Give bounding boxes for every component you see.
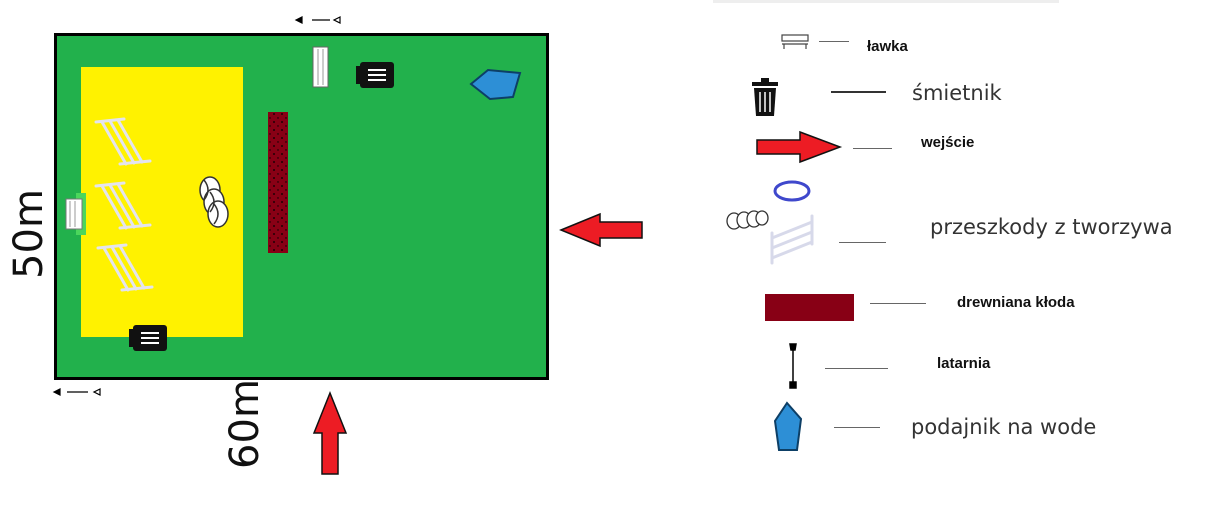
legend-label-trash-bin: śmietnik [912, 81, 1002, 105]
legend-trash-bin-icon [752, 78, 778, 116]
legend-connector [825, 368, 888, 369]
bench-icon [312, 46, 329, 88]
trash-bin-icon [356, 62, 394, 88]
legend-bench-icon [781, 34, 809, 49]
tire-obstacle-icon [199, 176, 229, 228]
wooden-log-texture [268, 112, 288, 253]
top-divider [713, 0, 1059, 3]
trash-bin-icon [129, 325, 167, 351]
legend-hurdle-icon [770, 214, 814, 265]
legend-label-entrance: wejście [921, 134, 975, 151]
legend-connector [839, 242, 886, 243]
plastic-hurdle-icon [94, 117, 152, 166]
legend-label-water-dispenser: podajnik na wode [911, 415, 1097, 439]
legend-connector [870, 303, 926, 304]
legend-label-log: drewniana kłoda [957, 294, 1075, 311]
legend-log-swatch [765, 294, 854, 321]
legend-tire-icon [726, 210, 769, 230]
legend-label-lantern: latarnia [937, 355, 991, 372]
plastic-hurdle-icon [96, 243, 154, 292]
legend-connector [853, 148, 892, 149]
legend-water-dispenser-icon [773, 401, 803, 451]
entrance-arrow-icon [312, 390, 348, 475]
lantern-icon [52, 388, 101, 396]
legend-label-obstacles: przeszkody z tworzywa [930, 215, 1173, 239]
legend-connector [831, 91, 886, 93]
legend-entrance-arrow-icon [756, 130, 843, 164]
legend-lantern-icon [789, 343, 797, 389]
lantern-icon [294, 16, 341, 24]
water-dispenser-icon [469, 68, 522, 101]
entrance-arrow-icon [559, 212, 643, 248]
plastic-hurdle-icon [94, 181, 152, 230]
legend-connector [834, 427, 880, 428]
legend-hoop-icon [773, 180, 811, 202]
bench-icon [65, 193, 86, 235]
legend-connector [819, 41, 849, 42]
legend-label-bench: ławka [867, 38, 908, 55]
